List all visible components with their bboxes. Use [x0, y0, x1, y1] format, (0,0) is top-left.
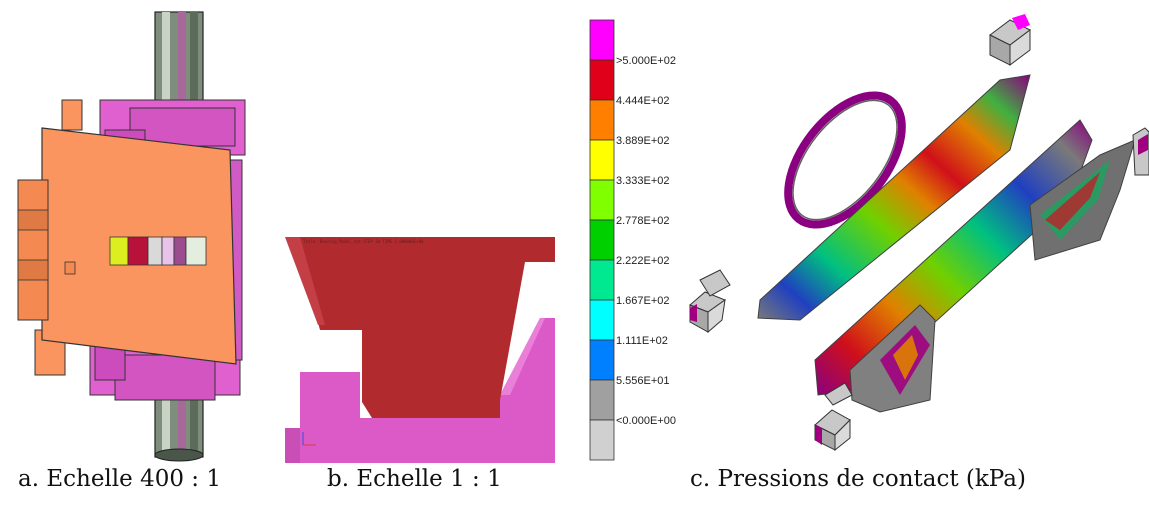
cube-top [989, 14, 1031, 66]
contact-ring [784, 91, 906, 229]
legend-swatch [589, 179, 615, 221]
legend-label: 3.889E+02 [616, 135, 670, 147]
legend-swatch [589, 99, 615, 141]
cube-bottom [814, 382, 853, 452]
legend-swatch [589, 379, 615, 421]
cube-left [689, 269, 731, 334]
caption-a: a. Echelle 400 : 1 [18, 466, 221, 492]
legend-label: 5.556E+01 [616, 375, 670, 387]
legend-label: 1.667E+02 [616, 295, 670, 307]
legend-label: 2.778E+02 [616, 215, 670, 227]
axis-triad [302, 432, 316, 446]
contact-band-upper [757, 74, 1031, 321]
legend-label: >5.000E+02 [616, 55, 676, 67]
legend-swatch [589, 19, 615, 61]
legend-label: 2.222E+02 [616, 255, 670, 267]
legend-swatch [589, 299, 615, 341]
legend-swatch [589, 59, 615, 101]
contact-strip [109, 236, 207, 266]
legend-label: <0.000E+00 [616, 415, 676, 427]
legend-label: 3.333E+02 [616, 175, 670, 187]
cube-right [1132, 127, 1149, 176]
pink-block [285, 318, 555, 463]
legend-label: 1.111E+02 [616, 335, 668, 347]
legend-label: 4.444E+02 [616, 95, 670, 107]
legend-swatch [589, 419, 615, 461]
legend-swatch [589, 219, 615, 261]
legend-swatch [589, 139, 615, 181]
legend-group: >5.000E+02 4.444E+02 3.889E+02 3.333E+02 2.7… [589, 19, 676, 461]
panel-b-header: Title: Bearing_Model_cut STEP 10 TIME 1.… [303, 239, 424, 244]
dark-red-part [285, 237, 555, 418]
caption-b: b. Echelle 1 : 1 [327, 466, 502, 492]
caption-c: c. Pressions de contact (kPa) [690, 466, 1026, 492]
